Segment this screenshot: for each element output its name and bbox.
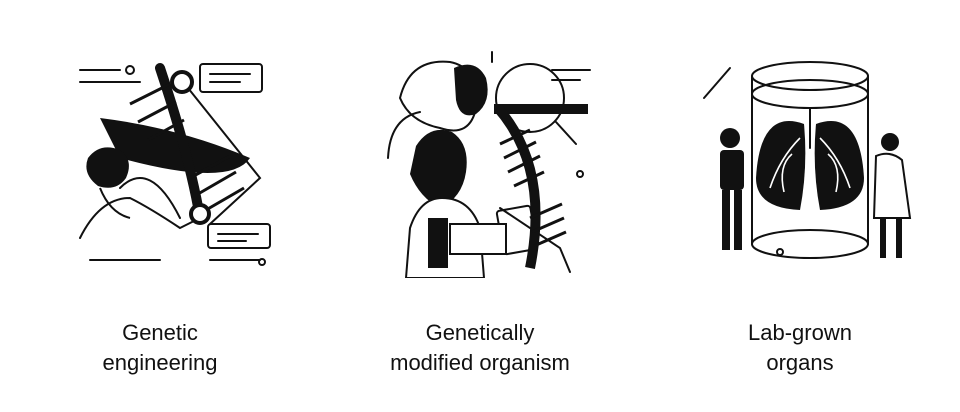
gmo-scientist-icon	[387, 51, 591, 278]
caption-line: Genetically	[425, 320, 535, 345]
caption-genetic-engineering: Genetic engineering	[0, 318, 320, 378]
caption-line: engineering	[102, 350, 218, 375]
dna-engineering-icon	[79, 63, 271, 266]
caption-line: Genetic	[122, 320, 198, 345]
caption-line: Lab-grown	[748, 320, 852, 345]
caption-line: organs	[766, 350, 834, 375]
caption-lab-grown-organs: Lab-grown organs	[640, 318, 960, 378]
panel-lab-grown-organs: Lab-grown organs	[640, 0, 960, 412]
lab-grown-lungs-icon	[703, 61, 912, 259]
panel-genetic-engineering: Genetic engineering	[0, 0, 320, 412]
caption-line: modified organism	[390, 350, 570, 375]
panel-gmo: Genetically modified organism	[320, 0, 640, 412]
caption-gmo: Genetically modified organism	[320, 318, 640, 378]
